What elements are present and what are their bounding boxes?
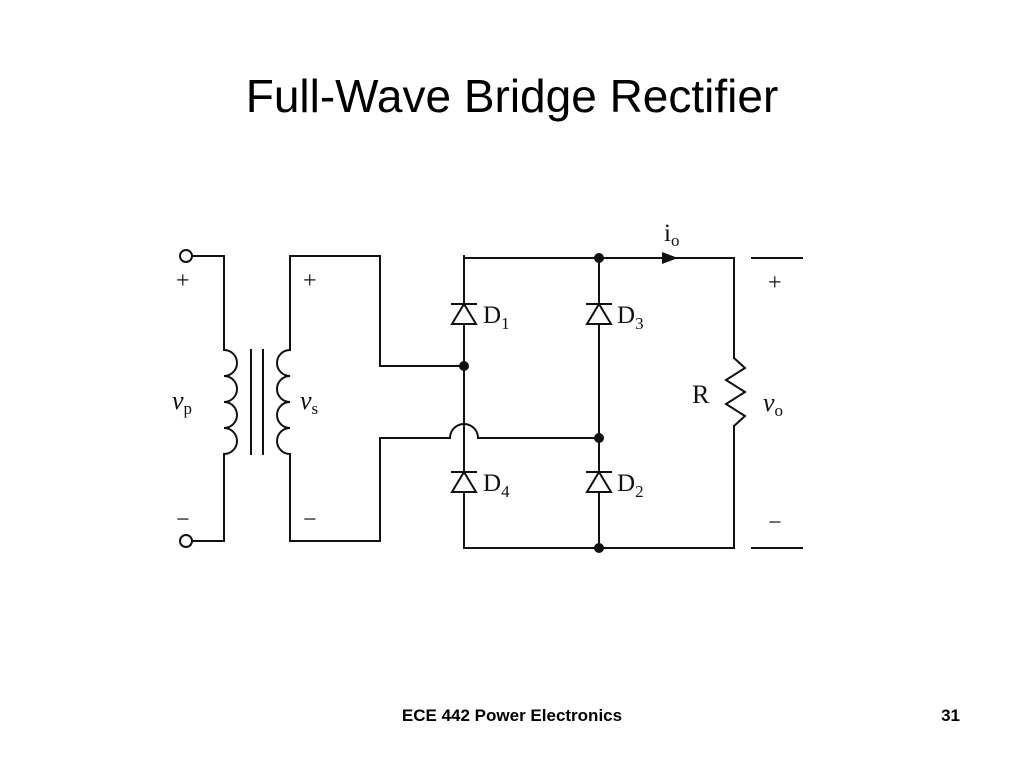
diode-d3-letter: D [617, 302, 635, 329]
page-number: 31 [941, 706, 960, 725]
secondary-bottom-wire [289, 437, 451, 542]
diode-d3-symbol [585, 302, 613, 325]
diode-d2-letter: D [617, 470, 635, 497]
output-voltage-subscript: o [775, 401, 784, 420]
diode-d3-index: 3 [635, 314, 644, 333]
output-minus-label: − [768, 510, 782, 536]
node-dot-right-mid [594, 433, 604, 443]
slide-title: Full-Wave Bridge Rectifier [245, 70, 779, 122]
primary-bottom-terminal [179, 534, 193, 548]
primary-voltage-symbol: v [172, 386, 184, 415]
primary-bottom-wire [191, 453, 225, 542]
diode-d4-symbol [450, 470, 478, 493]
primary-top-terminal [179, 249, 193, 263]
bridge-right-branch [585, 257, 613, 549]
diode-d3-label: D3 [617, 302, 644, 333]
secondary-winding-circuit [276, 255, 600, 542]
diode-d2-symbol [585, 470, 613, 493]
node-dot-top [594, 253, 604, 263]
output-voltage-symbol: v [763, 388, 775, 417]
secondary-plus-label: + [303, 268, 317, 294]
primary-plus-label: + [176, 268, 190, 294]
diode-d2-label: D2 [617, 470, 644, 501]
resistor-label: R [692, 380, 710, 409]
node-dot-left-mid [459, 361, 469, 371]
output-load-circuit [463, 252, 803, 549]
top-rail [463, 257, 735, 359]
primary-winding-circuit [179, 249, 238, 548]
resistor-symbol [724, 357, 747, 427]
secondary-coil [276, 348, 292, 456]
diode-d1-letter: D [483, 302, 501, 329]
slide-footer: ECE 442 Power Electronics [401, 706, 623, 725]
primary-minus-label: − [176, 507, 190, 533]
diode-d1-index: 1 [501, 314, 510, 333]
bridge-left-branch [450, 255, 478, 549]
primary-coil [222, 348, 238, 456]
secondary-top-wire [289, 255, 465, 367]
node-dot-bottom [594, 543, 604, 553]
output-current-subscript: o [671, 231, 680, 250]
primary-top-wire [191, 255, 225, 351]
secondary-voltage-subscript: s [312, 399, 319, 418]
diode-d1-symbol [450, 302, 478, 325]
output-voltage-label: vo [763, 388, 783, 420]
output-current-label: io [664, 220, 679, 250]
output-plus-label: + [768, 270, 782, 296]
diode-d4-label: D4 [483, 470, 510, 501]
current-arrow-icon [662, 252, 678, 264]
diode-d4-index: 4 [501, 482, 510, 501]
diode-d2-index: 2 [635, 482, 644, 501]
diode-d1-label: D1 [483, 302, 510, 333]
primary-voltage-subscript: p [184, 399, 193, 418]
primary-voltage-label: vp [172, 386, 192, 418]
bottom-rail [463, 425, 735, 549]
diode-d4-letter: D [483, 470, 501, 497]
secondary-minus-label: − [303, 507, 317, 533]
output-current-symbol: i [664, 220, 671, 247]
secondary-voltage-label: vs [300, 386, 318, 418]
secondary-voltage-symbol: v [300, 386, 312, 415]
